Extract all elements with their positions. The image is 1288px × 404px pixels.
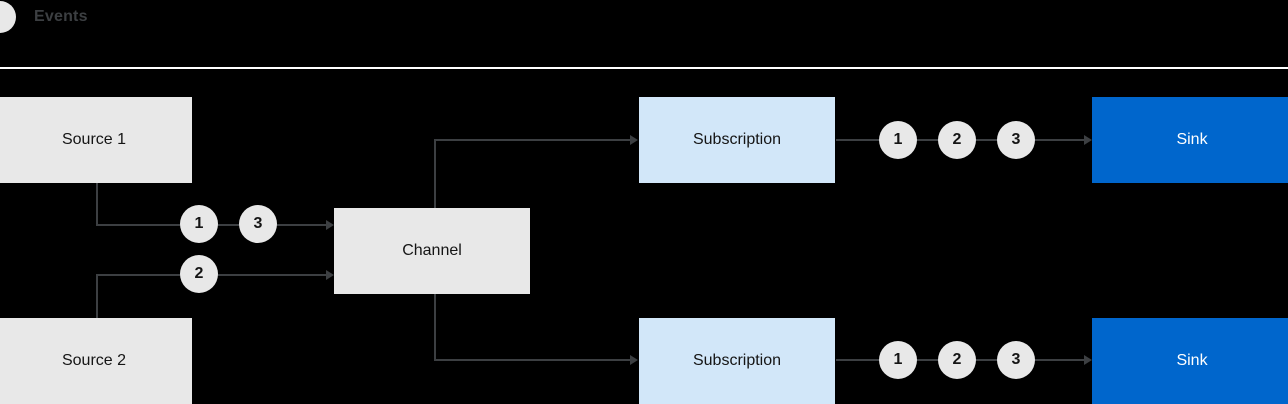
node-channel[interactable]: Channel <box>334 208 530 294</box>
badge-sink-top-event-1: 1 <box>879 121 917 159</box>
node-channel-label: Channel <box>402 242 462 259</box>
badge-label: 2 <box>194 265 204 282</box>
badge-source2-event-2: 2 <box>180 255 218 293</box>
connector-source2-vertical <box>96 274 98 320</box>
connector-channel-top-horizontal <box>434 139 632 141</box>
divider <box>0 67 1288 69</box>
node-subscription-top-label: Subscription <box>692 131 782 148</box>
badge-label: 3 <box>1011 131 1021 148</box>
node-source-1-label: Source 1 <box>61 131 127 148</box>
node-sink-bottom[interactable]: Sink <box>1092 318 1288 404</box>
node-subscription-bottom[interactable]: Subscription <box>639 318 835 404</box>
connector-channel-top-vertical <box>434 140 436 251</box>
badge-sink-bottom-event-1: 1 <box>879 341 917 379</box>
node-sink-bottom-label: Sink <box>1176 352 1208 369</box>
arrow-source1-to-channel <box>326 220 334 230</box>
connector-channel-bottom-horizontal <box>434 359 632 361</box>
badge-label: 2 <box>952 351 962 368</box>
node-subscription-bottom-label: Subscription <box>692 352 782 369</box>
badge-label: 2 <box>952 131 962 148</box>
node-sink-top[interactable]: Sink <box>1092 97 1288 183</box>
badge-source1-event-3: 3 <box>239 205 277 243</box>
node-subscription-top[interactable]: Subscription <box>639 97 835 183</box>
arrow-subscription-bottom-to-sink <box>1084 355 1092 365</box>
badge-sink-bottom-event-2: 2 <box>938 341 976 379</box>
badge-sink-top-event-3: 3 <box>997 121 1035 159</box>
arrow-subscription-top-to-sink <box>1084 135 1092 145</box>
legend: Events <box>0 0 1288 34</box>
connector-channel-bottom-vertical <box>434 250 436 361</box>
node-source-1[interactable]: Source 1 <box>0 97 192 183</box>
node-source-2-label: Source 2 <box>61 352 127 369</box>
badge-label: 1 <box>893 131 903 148</box>
event-circle-icon <box>0 1 16 33</box>
badge-label: 3 <box>253 215 263 232</box>
arrow-source2-to-channel <box>326 270 334 280</box>
badge-label: 1 <box>194 215 204 232</box>
badge-sink-top-event-2: 2 <box>938 121 976 159</box>
node-source-2[interactable]: Source 2 <box>0 318 192 404</box>
badge-label: 3 <box>1011 351 1021 368</box>
badge-sink-bottom-event-3: 3 <box>997 341 1035 379</box>
node-sink-top-label: Sink <box>1176 131 1208 148</box>
legend-label: Events <box>34 8 88 25</box>
badge-source1-event-1: 1 <box>180 205 218 243</box>
badge-label: 1 <box>893 351 903 368</box>
arrow-channel-to-subscription-top <box>630 135 638 145</box>
arrow-channel-to-subscription-bottom <box>630 355 638 365</box>
connector-source1-vertical <box>96 180 98 225</box>
